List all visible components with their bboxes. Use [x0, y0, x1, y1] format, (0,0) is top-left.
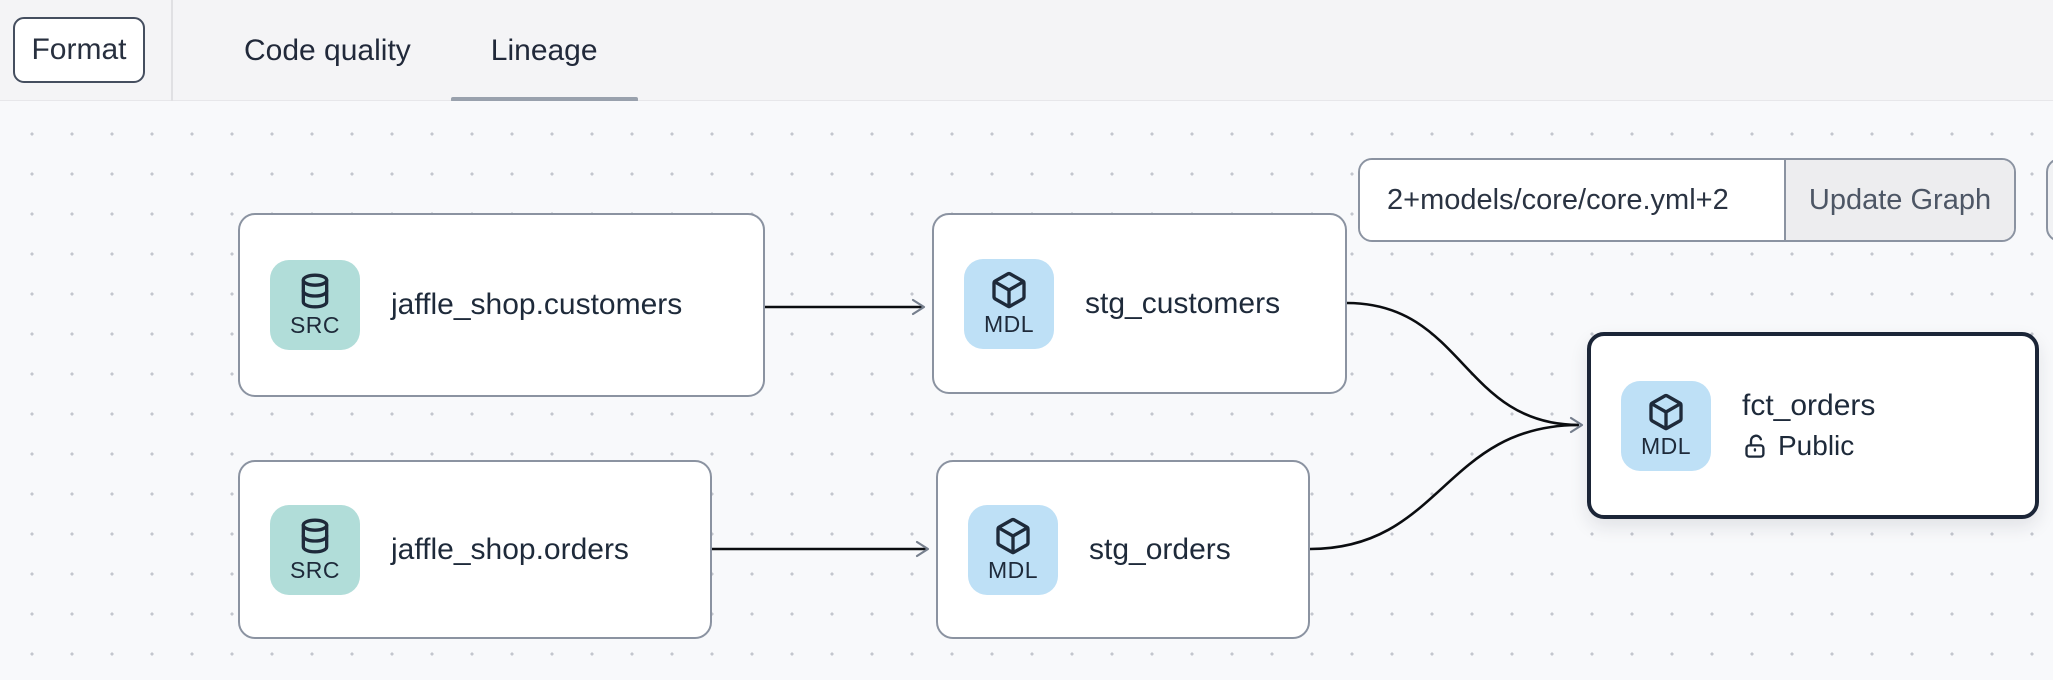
package-icon [993, 516, 1033, 556]
package-icon [989, 270, 1029, 310]
model-badge: MDL [968, 504, 1058, 595]
source-badge: SRC [270, 504, 360, 595]
node-text: fct_orders Public [1742, 389, 1875, 462]
node-label: stg_customers [1085, 286, 1281, 320]
badge-label: MDL [983, 310, 1035, 337]
badge-label: SRC [289, 556, 341, 583]
toolbar-divider [171, 0, 173, 101]
model-badge: MDL [1621, 380, 1711, 471]
badge-label: MDL [1640, 432, 1692, 459]
node-model-stg-customers[interactable]: MDL stg_customers [932, 213, 1347, 394]
source-badge: SRC [270, 260, 360, 350]
node-source-jaffle-shop-customers[interactable]: SRC jaffle_shop.customers [238, 213, 765, 397]
database-icon [295, 516, 335, 556]
node-model-stg-orders[interactable]: MDL stg_orders [936, 460, 1310, 639]
toolbar: Format Code quality Lineage [0, 0, 2053, 102]
update-graph-button[interactable]: Update Graph [1784, 160, 2014, 240]
unlock-icon [1742, 433, 1769, 460]
lineage-canvas[interactable]: SRC jaffle_shop.customers MDL stg_custom… [0, 101, 2053, 680]
access-label: Public [1778, 430, 1855, 461]
tab-bar: Code quality Lineage [204, 0, 638, 102]
graph-selector-group: Update Graph [1358, 158, 2016, 242]
node-label: stg_orders [1089, 532, 1231, 566]
graph-selector-input[interactable] [1360, 160, 1784, 240]
tab-lineage[interactable]: Lineage [450, 0, 638, 102]
model-badge: MDL [964, 258, 1054, 349]
node-label: jaffle_shop.customers [391, 288, 683, 321]
database-icon [295, 271, 335, 311]
badge-label: MDL [987, 556, 1039, 583]
tab-code-quality[interactable]: Code quality [244, 33, 411, 67]
access-row: Public [1742, 430, 1875, 462]
node-source-jaffle-shop-orders[interactable]: SRC jaffle_shop.orders [238, 460, 712, 639]
badge-label: SRC [289, 312, 341, 338]
node-label: jaffle_shop.orders [391, 532, 629, 566]
format-button[interactable]: Format [13, 17, 145, 83]
clipped-edge-button[interactable] [2046, 158, 2053, 242]
node-label: fct_orders [1742, 389, 1876, 422]
node-model-fct-orders[interactable]: MDL fct_orders Public [1587, 332, 2039, 519]
package-icon [1646, 392, 1686, 432]
lineage-edges [712, 298, 1584, 558]
